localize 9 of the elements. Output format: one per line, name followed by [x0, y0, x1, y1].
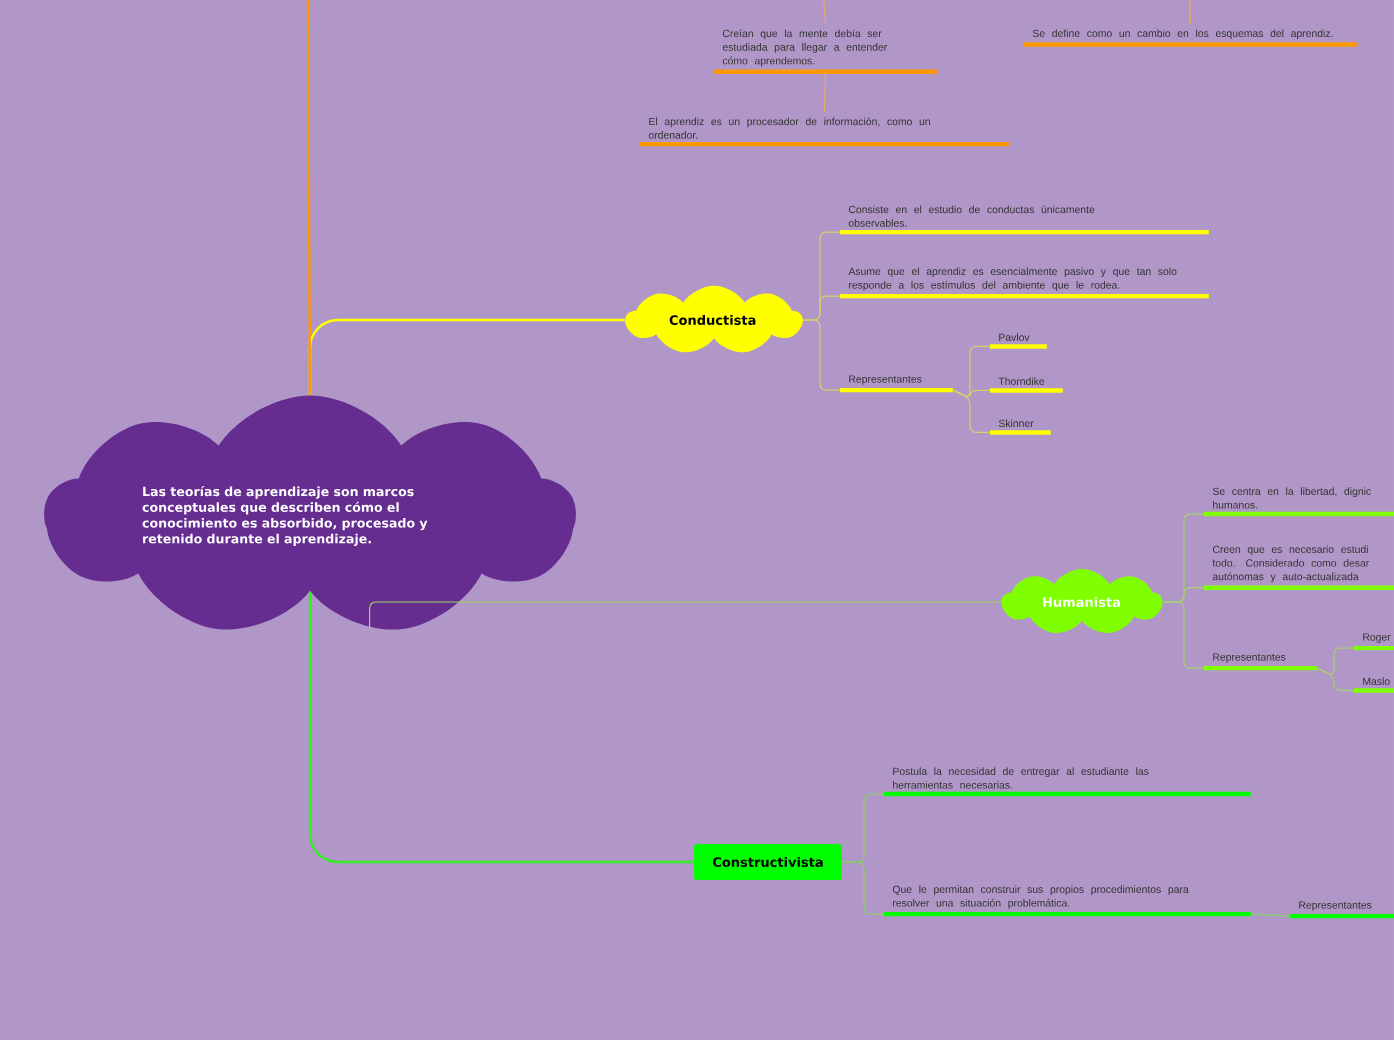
connector-line [1189, 0, 1191, 25]
connector-line [952, 389, 991, 434]
connector-line [306, 0, 312, 396]
connector-line [1250, 913, 1291, 917]
connector-line [369, 601, 1002, 629]
connector-line [308, 591, 694, 864]
connector-line [1316, 667, 1355, 692]
connector-line [823, 0, 826, 25]
connector-line [823, 71, 826, 113]
